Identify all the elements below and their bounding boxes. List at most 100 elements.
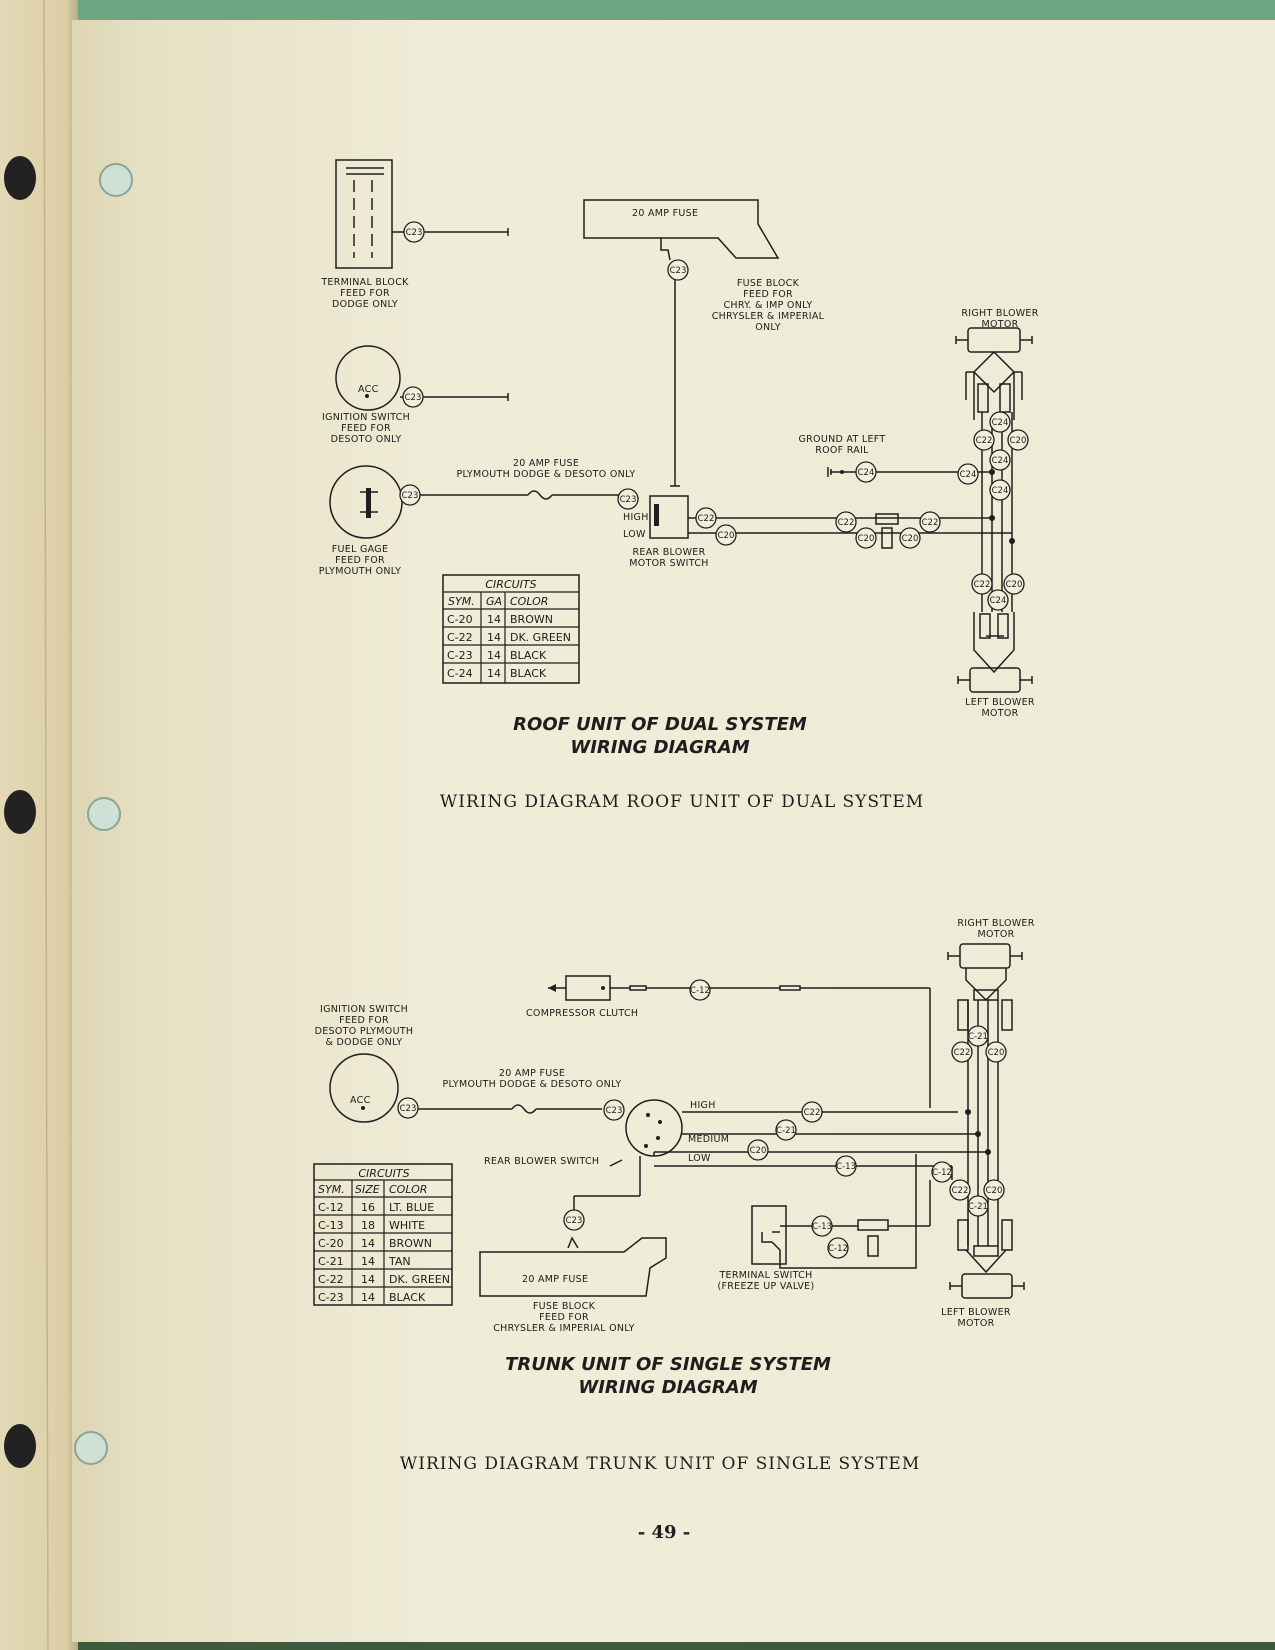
rear-blower-switch-roof-label: REAR BLOWER MOTOR SWITCH — [629, 547, 708, 569]
table-cell: BROWN — [510, 613, 553, 626]
svg-text:GROUND AT LEFT: GROUND AT LEFT — [798, 434, 885, 445]
table-cell: DK. GREEN — [510, 631, 571, 644]
connector-tag: C20 — [747, 1139, 769, 1161]
svg-text:DODGE ONLY: DODGE ONLY — [332, 299, 398, 310]
connector-tag: C-13 — [811, 1215, 833, 1237]
connector-tag: C24 — [855, 461, 877, 483]
ignition-switch-trunk-label: IGNITION SWITCH FEED FOR DESOTO PLYMOUTH… — [315, 1004, 413, 1048]
table-header: SYM. — [448, 595, 475, 608]
svg-text:C23: C23 — [402, 491, 419, 501]
table-cell: C-23 — [447, 649, 473, 662]
connector-tag: C23 — [667, 259, 689, 281]
svg-text:C22: C22 — [698, 514, 715, 524]
svg-text:C23: C23 — [566, 1216, 583, 1226]
connector-tag: C23 — [603, 1099, 625, 1121]
table-cell: BROWN — [389, 1237, 432, 1250]
svg-text:FEED FOR: FEED FOR — [341, 423, 391, 434]
table-cell: C-21 — [318, 1255, 344, 1268]
ignition-acc-label: ACC — [358, 384, 379, 395]
table-header: SYM. — [318, 1183, 345, 1196]
connector-tag: C-21 — [967, 1195, 989, 1217]
svg-text:MOTOR: MOTOR — [977, 929, 1014, 940]
trunk-title-line1: TRUNK UNIT OF SINGLE SYSTEM — [505, 1354, 831, 1375]
right-blower-motor-roof — [955, 327, 1033, 420]
roof-circuits-table: CIRCUITS SYM. GA COLOR C-20 14 BROWN C-2… — [442, 574, 580, 684]
fuse-block-label: FUSE BLOCK FEED FOR CHRY. & IMP ONLY CHR… — [712, 278, 825, 333]
table-cell: 14 — [361, 1237, 375, 1250]
ignition-switch-roof-label: IGNITION SWITCH FEED FOR DESOTO ONLY — [322, 412, 410, 445]
rear-blower-switch-trunk-label: REAR BLOWER SWITCH — [484, 1156, 599, 1167]
connector-tag: C24 — [987, 589, 1009, 611]
trunk-caption: WIRING DIAGRAM TRUNK UNIT OF SINGLE SYST… — [400, 1454, 920, 1474]
connector-tag: C23 — [397, 1097, 419, 1119]
table-header: COLOR — [510, 595, 548, 608]
roof-unit-diagram: TERMINAL BLOCK FEED FOR DODGE ONLY 20 AM… — [319, 159, 1038, 812]
switch-medium-label: MEDIUM — [688, 1134, 729, 1145]
inline-fuse-trunk-label: 20 AMP FUSE PLYMOUTH DODGE & DESOTO ONLY — [442, 1068, 621, 1090]
svg-text:MOTOR: MOTOR — [957, 1318, 994, 1329]
svg-text:DESOTO ONLY: DESOTO ONLY — [331, 434, 402, 445]
connector-tag: C20 — [855, 527, 877, 549]
connector-tag: C20 — [985, 1041, 1007, 1063]
svg-text:RIGHT BLOWER: RIGHT BLOWER — [957, 918, 1034, 929]
connector-tag: C22 — [949, 1179, 971, 1201]
svg-text:PLYMOUTH DODGE & DESOTO ONLY: PLYMOUTH DODGE & DESOTO ONLY — [456, 469, 635, 480]
left-blower-motor-roof — [957, 612, 1033, 693]
svg-text:C23: C23 — [620, 495, 637, 505]
svg-text:FEED FOR: FEED FOR — [539, 1312, 589, 1323]
switch-low-label: LOW — [688, 1153, 711, 1164]
svg-text:CHRY. & IMP ONLY: CHRY. & IMP ONLY — [723, 300, 812, 311]
connector-tag: C22 — [695, 507, 717, 529]
svg-text:FEED FOR: FEED FOR — [339, 1015, 389, 1026]
table-cell: C-20 — [447, 613, 473, 626]
connector-tag: C23 — [399, 484, 421, 506]
svg-text:REAR BLOWER: REAR BLOWER — [633, 547, 706, 558]
svg-text:PLYMOUTH ONLY: PLYMOUTH ONLY — [319, 566, 401, 577]
connector-tag: C24 — [957, 463, 979, 485]
svg-text:C20: C20 — [750, 1146, 767, 1156]
svg-text:FEED FOR: FEED FOR — [340, 288, 390, 299]
switch-high-label: HIGH — [623, 512, 649, 523]
ignition-acc-label: ACC — [350, 1095, 371, 1106]
trunk-connectors: C-12 C23 C23 C23 C22 C-21 C20 C-13 C-12 … — [397, 979, 1007, 1259]
svg-text:ONLY: ONLY — [755, 322, 781, 333]
roof-caption: WIRING DIAGRAM ROOF UNIT OF DUAL SYSTEM — [440, 792, 924, 812]
connector-tag: C-12 — [689, 979, 711, 1001]
svg-text:C20: C20 — [858, 534, 875, 544]
table-cell: C-12 — [318, 1201, 344, 1214]
rear-blower-switch-trunk — [573, 1099, 988, 1220]
svg-text:ROOF RAIL: ROOF RAIL — [815, 445, 869, 456]
svg-text:FEED FOR: FEED FOR — [743, 289, 793, 300]
roof-connectors: C23 C23 C23 C23 C23 C22 C20 C22 C22 C20 … — [399, 221, 1029, 611]
svg-text:C24: C24 — [858, 468, 875, 478]
table-cell: 14 — [487, 649, 501, 662]
svg-text:C-21: C-21 — [968, 1202, 988, 1212]
svg-text:C23: C23 — [606, 1106, 623, 1116]
connector-tag: C23 — [617, 488, 639, 510]
table-cell: C-20 — [318, 1237, 344, 1250]
table-title: CIRCUITS — [358, 1167, 409, 1180]
switch-low-label: LOW — [623, 529, 646, 540]
table-cell: DK. GREEN — [389, 1273, 450, 1286]
connector-tag: C24 — [989, 411, 1011, 433]
svg-text:C22: C22 — [952, 1186, 969, 1196]
connector-tag: C20 — [1007, 429, 1029, 451]
svg-text:TERMINAL SWITCH: TERMINAL SWITCH — [718, 1270, 812, 1281]
inline-fuse-roof-label: 20 AMP FUSE PLYMOUTH DODGE & DESOTO ONLY — [456, 458, 635, 480]
trunk-title-line2: WIRING DIAGRAM — [578, 1377, 757, 1398]
fuel-gage-label: FUEL GAGE FEED FOR PLYMOUTH ONLY — [319, 544, 401, 577]
table-cell: C-22 — [318, 1273, 344, 1286]
left-blower-trunk-label: LEFT BLOWER MOTOR — [941, 1307, 1010, 1329]
switch-high-label: HIGH — [690, 1100, 716, 1111]
fuse-block-trunk-label: FUSE BLOCK FEED FOR CHRYSLER & IMPERIAL … — [493, 1301, 634, 1334]
connector-tag: C22 — [835, 511, 857, 533]
svg-text:C22: C22 — [974, 580, 991, 590]
table-cell: 14 — [361, 1255, 375, 1268]
left-blower-roof-label: LEFT BLOWER MOTOR — [965, 697, 1034, 719]
table-cell: BLACK — [510, 667, 547, 680]
connector-tag: C-12 — [827, 1237, 849, 1259]
connector-tag: C20 — [899, 527, 921, 549]
svg-text:C23: C23 — [406, 228, 423, 238]
binder-holes — [4, 156, 133, 1468]
